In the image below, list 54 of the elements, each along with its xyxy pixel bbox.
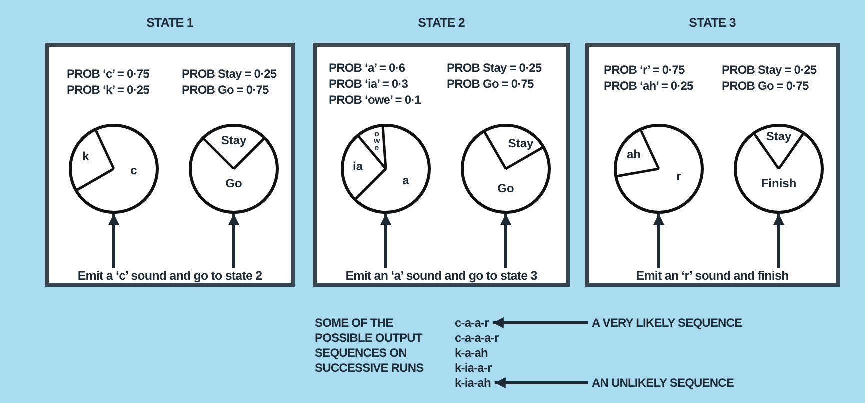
- segment-label: Finish: [761, 178, 797, 190]
- segment-label: owe: [374, 130, 380, 152]
- arrow: [108, 214, 120, 268]
- instruction-text: Emit a ‘c’ sound and go to state 2: [78, 269, 262, 283]
- spinner-dial: [189, 124, 279, 214]
- arrow: [228, 214, 240, 268]
- state-heading: STATE 1: [146, 16, 194, 30]
- arrow: [500, 214, 512, 268]
- sequence-text: c-a-a-a-r: [455, 331, 499, 345]
- arrow: [774, 214, 784, 268]
- sequence-annotation: A VERY LIKELY SEQUENCE: [592, 316, 742, 330]
- spinner-dial: [734, 124, 824, 214]
- segment-label: Go: [226, 178, 242, 190]
- segment-label: k: [82, 150, 90, 164]
- sequence-text: c-a-a-r: [455, 316, 489, 330]
- probability-text: PROB ‘owe’ = 0·1: [329, 93, 421, 107]
- probability-text: PROB Go = 0·75: [447, 77, 534, 91]
- instruction-text: Emit an ‘a’ sound and go to state 3: [346, 269, 538, 283]
- spinner-dial: [614, 124, 704, 214]
- arrow: [380, 214, 392, 268]
- probability-text: PROB ‘c’ = 0·75: [67, 67, 150, 81]
- state-heading: STATE 2: [418, 16, 465, 30]
- arrow: [494, 378, 588, 388]
- sequence-text: k-ia-ah: [455, 376, 491, 390]
- arrow: [492, 318, 588, 328]
- segment-label: c: [130, 164, 138, 178]
- probability-text: PROB Stay = 0·25: [182, 67, 277, 81]
- probability-text: PROB Go = 0·75: [182, 83, 269, 97]
- segment-label: Stay: [766, 130, 792, 144]
- segment-label: Go: [498, 182, 514, 196]
- spinner-dial: [461, 124, 551, 214]
- spinner-dial: [69, 124, 159, 214]
- sequence-text: k-ia-a-r: [455, 361, 492, 375]
- segment-label: Stay: [508, 138, 534, 150]
- instruction-text: Emit an ‘r’ sound and finish: [636, 269, 789, 283]
- segment-label: Stay: [221, 134, 247, 148]
- caption-text: SOME OF THE POSSIBLE OUTPUT SEQUENCES ON SUCCESSIVE RUNS: [315, 316, 425, 376]
- spinner-dial: [341, 124, 431, 214]
- sequence-annotation: AN UNLIKELY SEQUENCE: [592, 376, 734, 390]
- probability-text: PROB Stay = 0·25: [722, 63, 817, 77]
- probability-text: PROB ‘ia’ = 0·3: [329, 77, 408, 91]
- segment-label: r: [676, 170, 682, 184]
- sequence-text: k-a-ah: [455, 346, 488, 360]
- probability-text: PROB Go = 0·75: [722, 79, 809, 93]
- probability-text: PROB ‘k’ = 0·25: [67, 83, 150, 97]
- segment-label: a: [402, 174, 410, 188]
- segment-label: ah: [627, 148, 641, 162]
- probability-text: PROB ‘r’ = 0·75: [604, 63, 685, 77]
- probability-text: PROB ‘ah’ = 0·25: [604, 79, 694, 93]
- probability-text: PROB ‘a’ = 0·6: [329, 61, 406, 75]
- state-heading: STATE 3: [689, 16, 736, 30]
- probability-text: PROB Stay = 0·25: [447, 61, 542, 75]
- arrow: [654, 214, 664, 268]
- segment-label: ia: [353, 160, 363, 174]
